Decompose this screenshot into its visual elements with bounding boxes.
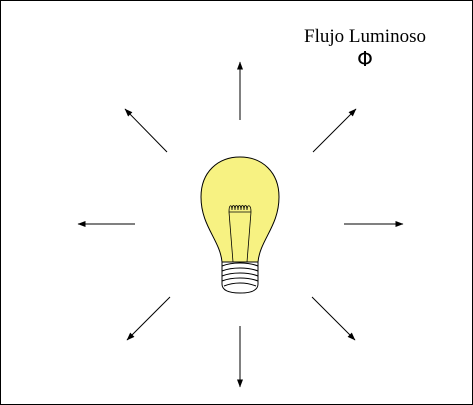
arrow-down-left-icon: [127, 297, 170, 340]
bulb-glass: [201, 157, 279, 262]
arrow-up-right-icon: [313, 109, 356, 152]
arrow-up-left-icon: [125, 109, 167, 152]
light-bulb-icon: [201, 157, 279, 293]
arrow-down-right-icon: [312, 297, 355, 340]
bulb-base: [222, 262, 258, 293]
